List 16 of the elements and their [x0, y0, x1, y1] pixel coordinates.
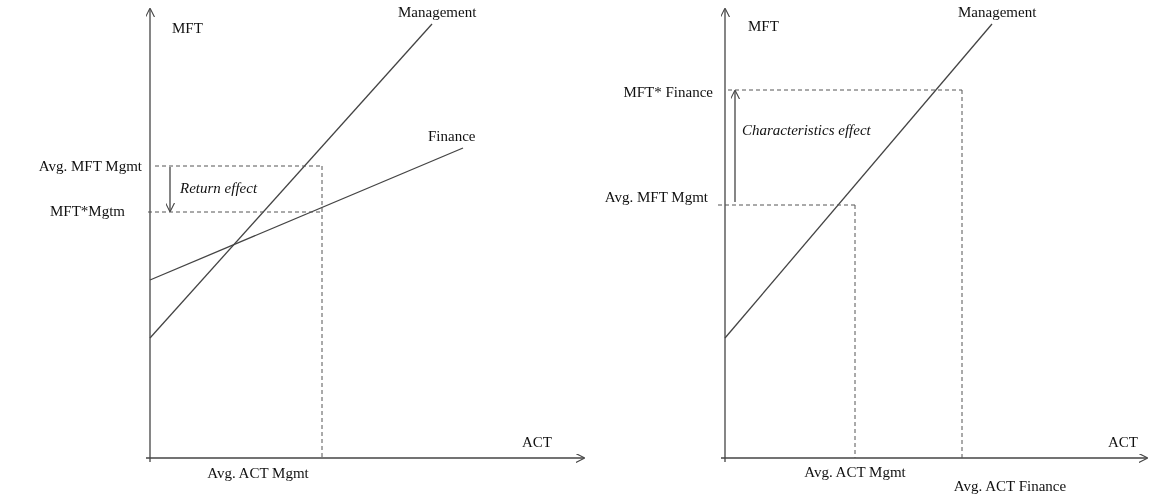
line-label: Management [958, 4, 1037, 20]
tick-label: MFT* Finance [623, 84, 713, 100]
tick-label: Avg. ACT Finance [953, 478, 1067, 494]
axis-label: ACT [1108, 434, 1138, 450]
tick-label: MFT*Mgtm [50, 203, 125, 219]
effect-label: Characteristics effect [742, 122, 871, 138]
effect-label: Return effect [180, 180, 258, 196]
axis-label: ACT [522, 434, 552, 450]
line-label: Management [398, 4, 477, 20]
axis-label: MFT [172, 20, 203, 36]
tick-label: Avg. MFT Mgmt [604, 189, 708, 205]
axis-label: MFT [748, 18, 779, 34]
tick-label: Avg. ACT Mgmt [804, 464, 906, 480]
tick-label: Avg. MFT Mgmt [38, 158, 142, 174]
tick-label: Avg. ACT Mgmt [207, 465, 309, 481]
line-label: Finance [428, 128, 476, 144]
